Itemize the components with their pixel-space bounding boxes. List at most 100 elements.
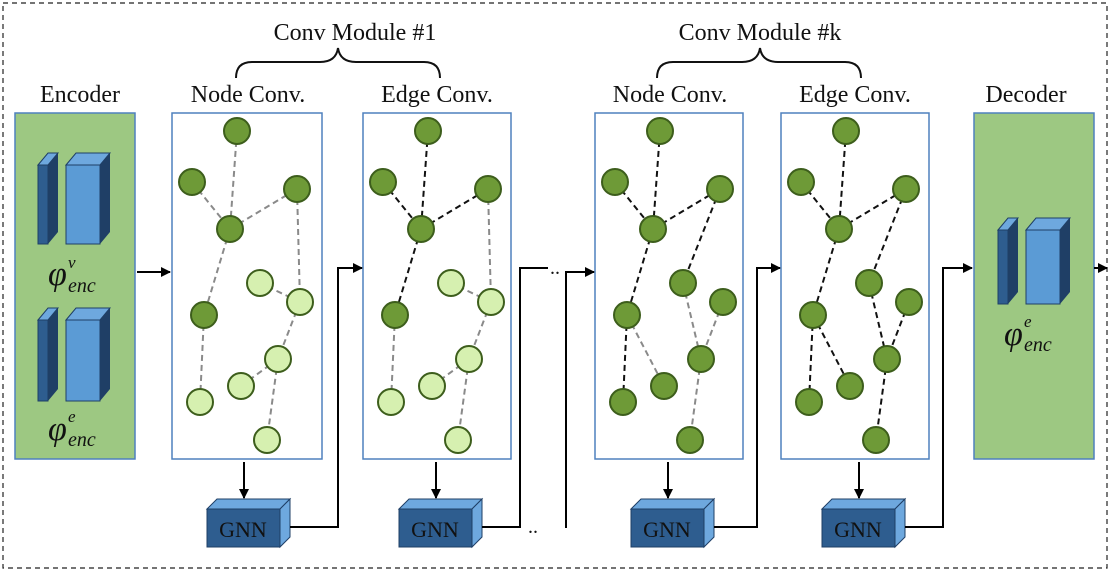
graph-edge <box>868 188 907 284</box>
arrow-gnn1-to-panel2 <box>290 263 363 528</box>
gnn-block-4: GNN <box>820 497 907 549</box>
graph-node-dark <box>223 117 251 145</box>
svg-text:enc: enc <box>68 429 96 451</box>
graph-node-dark <box>283 175 311 203</box>
gnn-block-3: GNN <box>629 497 716 549</box>
graph-node-light <box>377 388 405 416</box>
line-gnn2-to-ellipsis <box>482 267 548 528</box>
graph-node-dark <box>613 301 641 329</box>
svg-text:v: v <box>68 253 76 272</box>
graph-node-light <box>246 269 274 297</box>
graph-node-conv-1 <box>178 117 314 454</box>
graph-edge <box>203 228 231 316</box>
graph-edge <box>240 358 279 387</box>
graph-edge <box>812 228 840 316</box>
graph-edge <box>296 188 301 303</box>
graph-edge <box>199 314 205 403</box>
module-1-brace <box>235 47 441 79</box>
panel-title-node-conv-k: Node Conv. <box>613 82 727 108</box>
gnn-label: GNN <box>643 517 691 542</box>
graph-node-dark <box>369 168 397 196</box>
gnn-block-1: GNN <box>205 497 292 549</box>
graph-node-light <box>253 426 281 454</box>
encoder-layer-icon-top <box>36 152 112 245</box>
svg-text:φ: φ <box>1004 316 1023 353</box>
graph-node-light <box>264 345 292 373</box>
graph-node-dark <box>709 288 737 316</box>
gnn-label: GNN <box>834 517 882 542</box>
graph-edge <box>808 314 814 403</box>
graph-edge-conv-k <box>787 117 923 454</box>
graph-edge <box>431 358 470 387</box>
graph-edge <box>838 130 847 230</box>
graph-node-dark <box>414 117 442 145</box>
gnn-block-2: GNN <box>397 497 484 549</box>
panel-title-edge-conv-k: Edge Conv. <box>799 82 911 108</box>
graph-node-dark <box>873 345 901 373</box>
module-k-label: Conv Module #k <box>679 20 842 46</box>
graph-node-dark <box>855 269 883 297</box>
graph-edge <box>626 228 654 316</box>
graph-edge <box>259 282 301 303</box>
graph-node-dark <box>601 168 629 196</box>
panel-title-edge-conv-1: Edge Conv. <box>381 82 493 108</box>
graph-node-light <box>477 288 505 316</box>
graph-node-light <box>437 269 465 297</box>
module-1-label: Conv Module #1 <box>274 20 437 46</box>
graph-node-conv-k <box>601 117 737 454</box>
graph-edge <box>652 130 661 230</box>
graph-edge-conv-1 <box>369 117 505 454</box>
encoder-title: Encoder <box>40 82 120 108</box>
graph-node-light <box>227 372 255 400</box>
graph-node-dark <box>178 168 206 196</box>
module-k-brace <box>656 47 862 79</box>
graph-node-light <box>286 288 314 316</box>
encoder-layer-icon-bottom <box>36 307 112 402</box>
gnn-label: GNN <box>411 517 459 542</box>
graph-node-dark <box>895 288 923 316</box>
graph-node-light <box>186 388 214 416</box>
graph-node-dark <box>676 426 704 454</box>
graph-node-dark <box>892 175 920 203</box>
graph-node-dark <box>216 215 244 243</box>
graph-edge <box>682 188 721 284</box>
graph-node-dark <box>799 301 827 329</box>
graph-edge <box>229 130 238 230</box>
graph-node-dark <box>609 388 637 416</box>
graph-edge <box>622 314 628 403</box>
graph-node-dark <box>381 301 409 329</box>
graph-node-dark <box>646 117 674 145</box>
svg-text:e: e <box>68 407 76 426</box>
graph-edge <box>420 130 429 230</box>
graph-edge <box>394 228 422 316</box>
ellipsis-bottom: .. <box>528 516 538 538</box>
graph-edge <box>487 188 492 303</box>
svg-text:enc: enc <box>1024 334 1052 356</box>
arrow-gnn3-to-panel4 <box>714 263 781 528</box>
graph-node-dark <box>474 175 502 203</box>
graph-node-dark <box>706 175 734 203</box>
decoder-symbol-e: φ e enc <box>1004 312 1052 356</box>
graph-node-light <box>418 372 446 400</box>
graph-node-dark <box>825 215 853 243</box>
arrow-ellipsis-to-panel3 <box>565 267 595 528</box>
gnn-label: GNN <box>219 517 267 542</box>
graph-node-dark <box>787 168 815 196</box>
arrow-gnn4-to-decoder <box>905 263 973 528</box>
panel-title-node-conv-1: Node Conv. <box>191 82 305 108</box>
encoder-symbol-v: φ v enc <box>48 253 96 297</box>
decoder-title: Decoder <box>985 82 1066 108</box>
graph-node-light <box>455 345 483 373</box>
graph-node-dark <box>687 345 715 373</box>
graph-node-dark <box>639 215 667 243</box>
graph-node-dark <box>832 117 860 145</box>
svg-text:φ: φ <box>48 256 67 293</box>
svg-text:enc: enc <box>68 275 96 297</box>
graph-edge <box>390 314 396 403</box>
svg-text:e: e <box>1024 312 1032 331</box>
decoder-layer-icon <box>996 217 1072 305</box>
graph-node-dark <box>795 388 823 416</box>
graph-edge <box>450 282 492 303</box>
